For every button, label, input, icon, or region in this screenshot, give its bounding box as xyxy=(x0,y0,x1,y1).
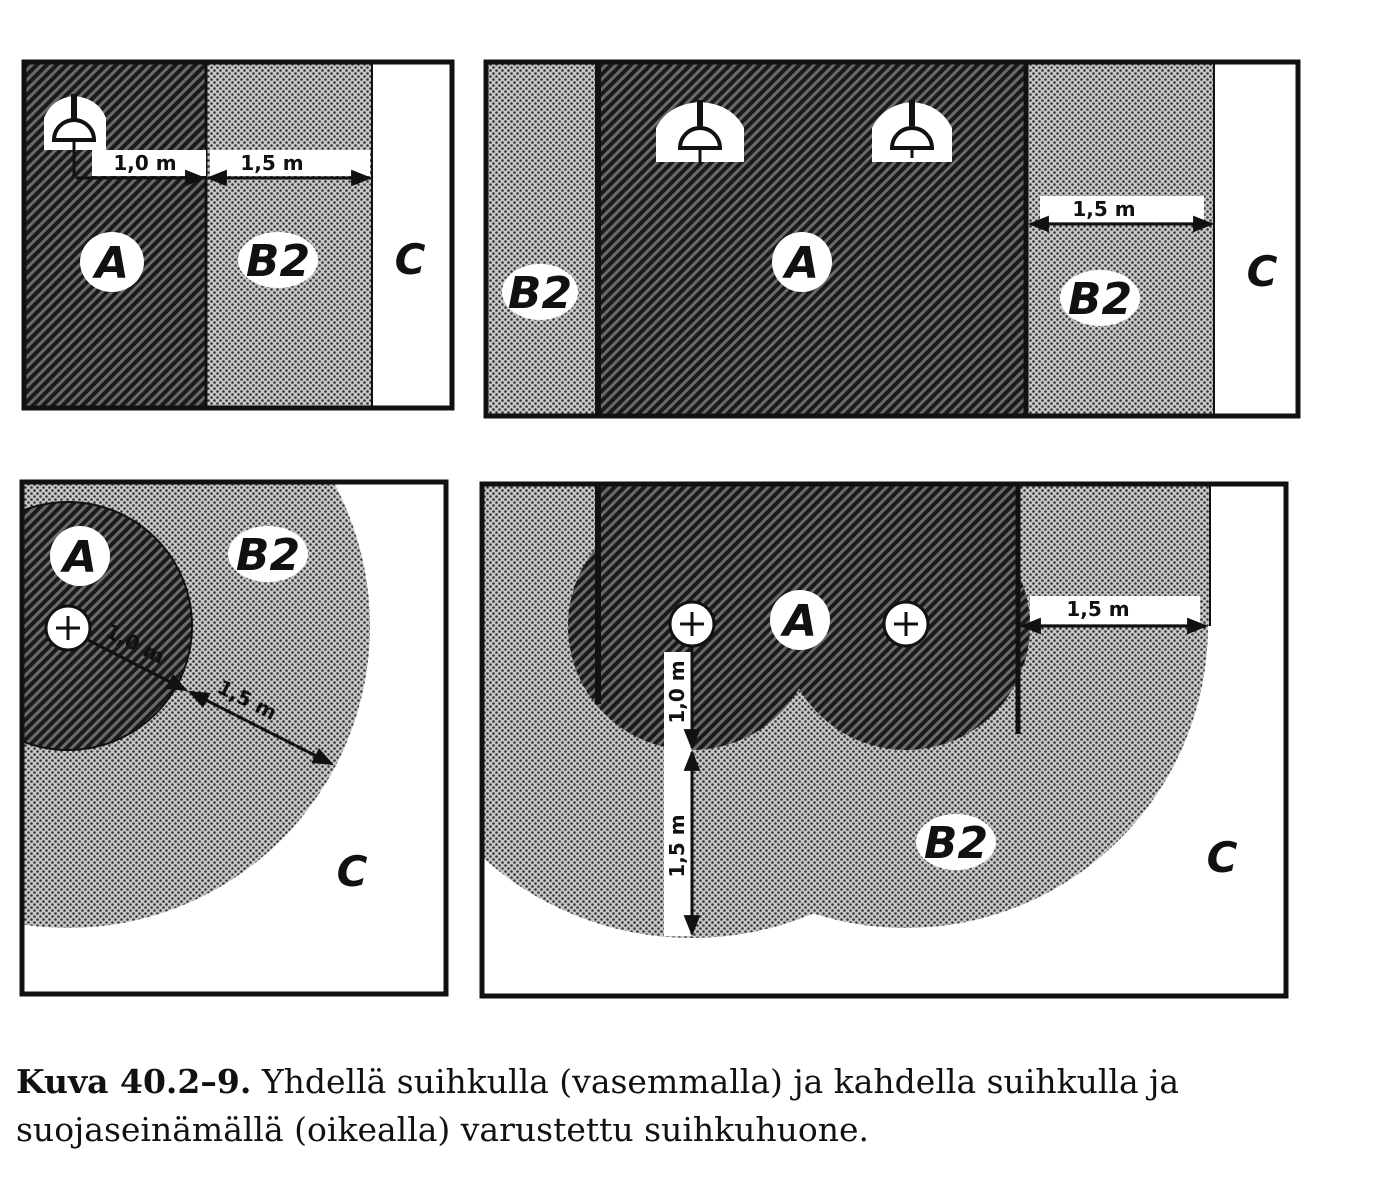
zone-c-region xyxy=(1214,62,1298,416)
zone-b2-region xyxy=(1026,62,1214,416)
zone-label-a: A xyxy=(782,238,819,289)
shower-plan-icon xyxy=(44,604,92,652)
shower-head-icon xyxy=(872,100,952,162)
dimension-label: 1,5 m xyxy=(240,151,303,175)
zone-label-b2: B2 xyxy=(1068,274,1132,325)
panel-top-right: 1,5 m B2 A B2 C xyxy=(483,59,1301,419)
zone-c-region xyxy=(372,62,452,408)
shower-plan-icon xyxy=(882,600,930,648)
shower-head-icon xyxy=(44,94,106,176)
room-outline xyxy=(21,59,455,411)
zone-label-b2: B2 xyxy=(236,530,300,581)
room-outline xyxy=(483,59,1301,419)
zone-label-a: A xyxy=(60,532,97,583)
zone-label-c: C xyxy=(395,235,426,284)
zone-b2-region xyxy=(486,62,598,416)
dimension-label: 1,5 m xyxy=(1072,197,1135,221)
zone-label-c: C xyxy=(337,847,368,896)
zone-label-a: A xyxy=(92,238,129,289)
zone-label-b2: B2 xyxy=(508,268,572,319)
room-outline xyxy=(479,481,1289,999)
figure-caption: Kuva 40.2–9. Yhdellä suihkulla (vasemmal… xyxy=(16,1058,1356,1154)
dimension-label: 1,0 m xyxy=(665,660,689,723)
zone-label-a: A xyxy=(780,596,817,647)
panel-bottom-left: 1,0 m 1,5 m A B2 C xyxy=(19,479,449,997)
panel-top-left: 1,0 m 1,5 m A B2 C xyxy=(21,59,455,411)
caption-title: Kuva 40.2–9. xyxy=(16,1062,252,1101)
dimension-label: 1,5 m xyxy=(1066,597,1129,621)
zone-label-c: C xyxy=(1247,247,1278,296)
panel-bottom-right: 1,0 m 1,5 m 1,5 m A B2 C xyxy=(479,481,1289,999)
caption-text: Yhdellä suihkulla (vasemmalla) ja kahdel… xyxy=(16,1062,1180,1149)
room-outline xyxy=(19,479,449,997)
zone-label-b2: B2 xyxy=(246,236,310,287)
diagram-svg: 1,0 m 1,5 m A B2 C xyxy=(19,59,1301,999)
dimension-label: 1,0 m xyxy=(113,151,176,175)
shower-plan-icon xyxy=(668,600,716,648)
dimension-label: 1,5 m xyxy=(665,814,689,877)
zone-label-c: C xyxy=(1207,833,1238,882)
shower-head-icon xyxy=(656,100,744,164)
zone-label-b2: B2 xyxy=(924,818,988,869)
